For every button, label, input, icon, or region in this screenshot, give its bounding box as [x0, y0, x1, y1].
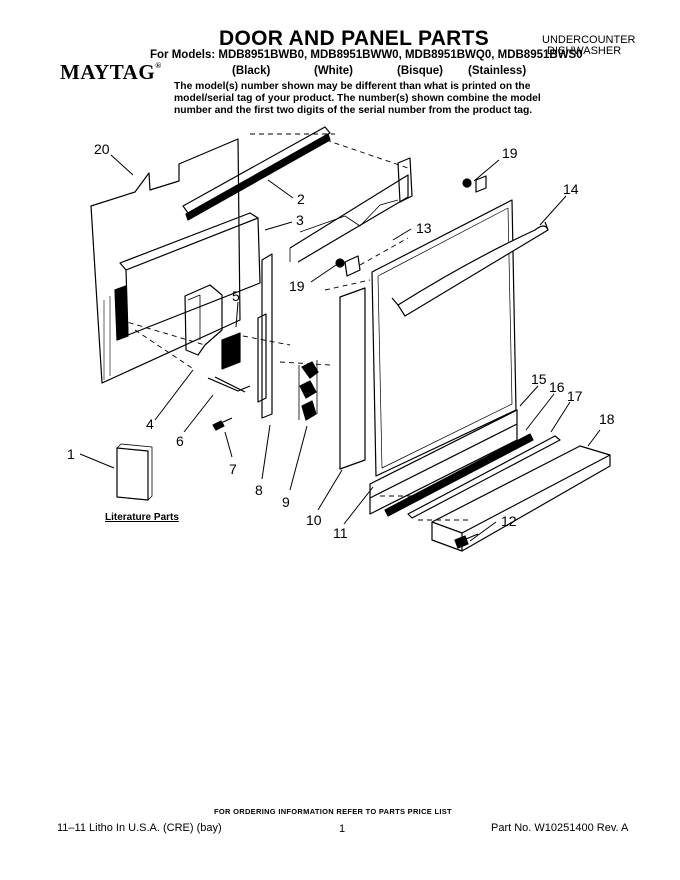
part-2-strip	[182, 126, 331, 214]
callout-12: 12	[501, 513, 517, 529]
part-20-outer-panel	[90, 138, 241, 384]
callout-17: 17	[567, 388, 583, 404]
ordering-note: FOR ORDERING INFORMATION REFER TO PARTS …	[214, 807, 452, 816]
part-19-screw-top	[462, 178, 472, 188]
part-20-edge	[103, 296, 111, 380]
variant-white: (White)	[314, 65, 353, 77]
liner-corner	[397, 157, 413, 203]
callout-20: 20	[94, 141, 110, 157]
page-title: DOOR AND PANEL PARTS	[219, 27, 490, 50]
part-13-bracket	[344, 255, 361, 277]
part-8-inner	[257, 313, 267, 403]
logo-text: MAYTAG	[60, 60, 156, 84]
part-14-handle-ends	[391, 221, 549, 306]
page-number: 1	[339, 823, 346, 835]
variant-stainless: (Stainless)	[468, 65, 527, 77]
part-12-screw	[454, 533, 479, 549]
product-type-line1: UNDERCOUNTER	[542, 34, 636, 46]
part-4-block	[184, 284, 223, 356]
callout-11: 11	[333, 525, 348, 541]
part-number: Part No. W10251400 Rev. A	[491, 822, 629, 834]
part-9-clips	[299, 361, 319, 421]
part-1-literature	[116, 447, 149, 501]
part-2-strip-edge	[185, 133, 331, 221]
litho-line: 11–11 Litho In U.S.A. (CRE) (bay)	[57, 822, 222, 834]
callout-14: 14	[563, 181, 579, 197]
maytag-logo: MAYTAG®	[60, 60, 162, 85]
callout-6: 6	[176, 433, 184, 449]
leader-lines	[79, 154, 601, 542]
part-1-literature-back	[116, 443, 153, 501]
part-17-trim	[407, 435, 561, 519]
callout-19-top: 19	[502, 145, 518, 161]
note-line-2: model/serial tag of your product. The nu…	[174, 93, 541, 104]
part-16-strip	[384, 433, 534, 517]
part-4-detail	[187, 294, 201, 340]
callout-16: 16	[549, 379, 565, 395]
part-14-handle	[397, 225, 549, 317]
part-3-bracket	[114, 285, 129, 341]
callout-5: 5	[232, 288, 240, 304]
callout-13: 13	[416, 220, 432, 236]
variant-bisque: (Bisque)	[397, 65, 443, 77]
callout-19-left: 19	[289, 278, 305, 294]
part-6-bracket	[207, 376, 251, 393]
models-line: For Models: MDB8951BWB0, MDB8951BWW0, MD…	[150, 49, 583, 61]
callout-3: 3	[296, 212, 304, 228]
liner-top-rail	[289, 174, 409, 263]
registered-mark: ®	[155, 61, 162, 70]
callout-2: 2	[297, 191, 305, 207]
part-19-screw-left	[335, 258, 345, 268]
part-7-screw	[212, 417, 233, 431]
product-type-line2: DISHWASHER	[547, 45, 622, 57]
part-15-kick-front	[369, 424, 518, 515]
callout-10: 10	[306, 512, 322, 528]
note-line-1: The model(s) number shown may be differe…	[174, 81, 531, 92]
part-5-pad	[221, 332, 241, 370]
note-line-3: number and the first two digits of the s…	[174, 105, 533, 116]
callout-9: 9	[282, 494, 290, 510]
callout-8: 8	[255, 482, 263, 498]
part-10-panel	[339, 287, 366, 470]
literature-parts-label: Literature Parts	[105, 512, 179, 523]
callout-15: 15	[531, 371, 547, 387]
part-3-top	[119, 212, 259, 271]
callout-4: 4	[146, 416, 154, 432]
part-8-channel	[261, 253, 273, 419]
guide-lines	[119, 133, 470, 521]
part-9-rail	[298, 360, 318, 420]
liner-details	[289, 199, 399, 262]
callout-7: 7	[229, 461, 237, 477]
part-11-inner-edge	[377, 207, 513, 469]
callout-1: 1	[67, 446, 75, 462]
part-19-clip	[475, 175, 487, 193]
callout-18: 18	[599, 411, 615, 427]
variant-black: (Black)	[232, 65, 271, 77]
